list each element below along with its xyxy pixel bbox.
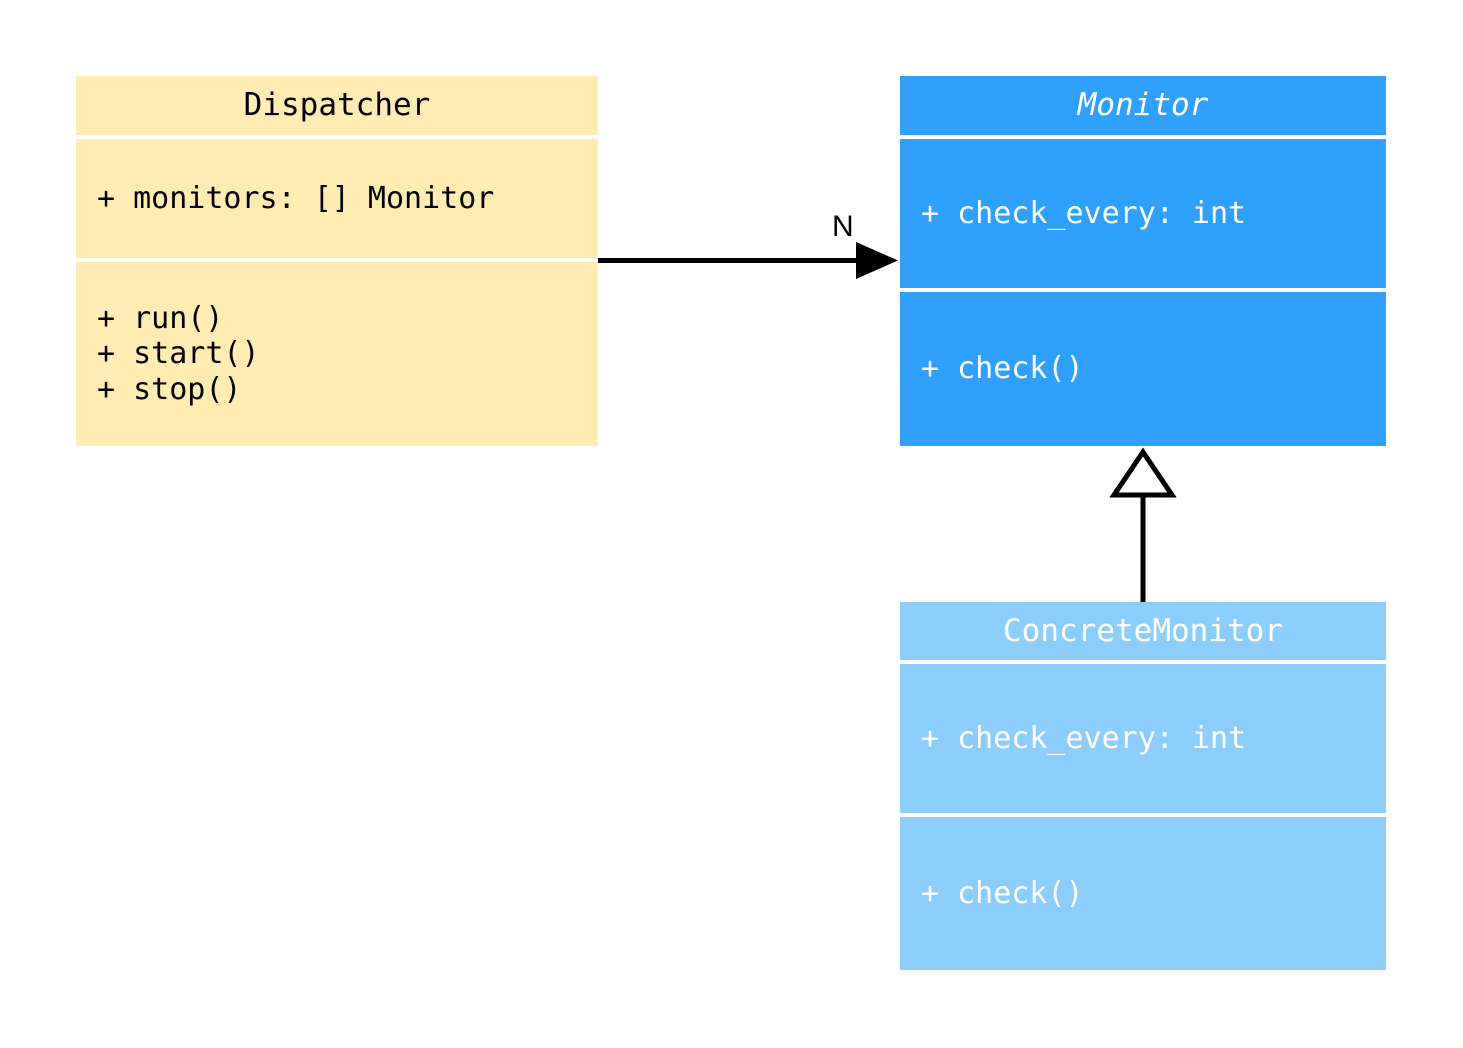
class-method: + start() — [97, 336, 260, 372]
class-method: + stop() — [97, 371, 242, 407]
class-attributes-compartment-dispatcher: + monitors: [] Monitor — [76, 139, 598, 258]
class-box-concrete-monitor[interactable]: ConcreteMonitor + check_every: int + che… — [900, 602, 1386, 970]
class-name-monitor: Monitor — [1077, 87, 1209, 124]
class-attribute: + check_every: int — [921, 720, 1247, 756]
class-title-compartment-monitor: Monitor — [900, 76, 1386, 135]
solid-arrowhead-icon — [856, 242, 898, 279]
class-box-dispatcher[interactable]: Dispatcher + monitors: [] Monitor + run(… — [76, 76, 598, 446]
class-attributes-compartment-monitor: + check_every: int — [900, 139, 1386, 288]
class-title-compartment-dispatcher: Dispatcher — [76, 76, 598, 135]
hollow-triangle-arrowhead-icon — [1109, 447, 1177, 498]
class-attributes-compartment-concrete-monitor: + check_every: int — [900, 664, 1386, 813]
class-attribute: + check_every: int — [921, 195, 1247, 231]
class-name-dispatcher: Dispatcher — [243, 87, 431, 124]
class-methods-compartment-concrete-monitor: + check() — [900, 817, 1386, 970]
class-methods-compartment-dispatcher: + run() + start() + stop() — [76, 262, 598, 446]
class-attribute: + monitors: [] Monitor — [97, 180, 495, 216]
association-multiplicity-label: N — [832, 210, 854, 243]
class-method: + run() — [97, 301, 224, 337]
class-name-concrete-monitor: ConcreteMonitor — [1003, 612, 1283, 649]
class-box-monitor[interactable]: Monitor + check_every: int + check() — [900, 76, 1386, 446]
generalization-concrete-monitor-to-monitor — [1109, 447, 1177, 602]
class-method: + check() — [921, 875, 1084, 911]
class-methods-compartment-monitor: + check() — [900, 292, 1386, 446]
association-dispatcher-to-monitor — [598, 242, 898, 279]
class-method: + check() — [921, 351, 1084, 387]
class-title-compartment-concrete-monitor: ConcreteMonitor — [900, 602, 1386, 660]
